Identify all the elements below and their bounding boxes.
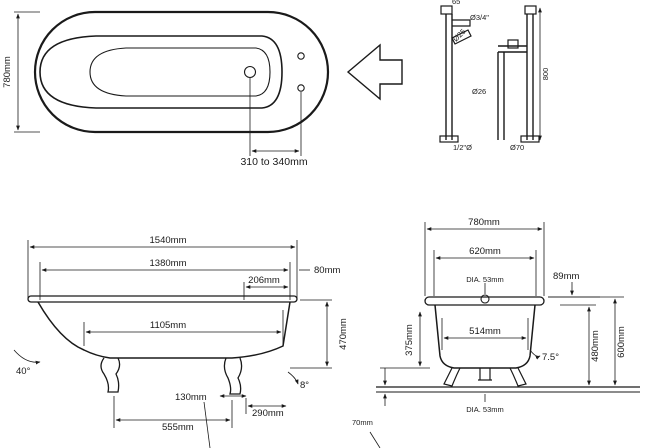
end-rim xyxy=(424,296,545,306)
side-rim xyxy=(27,295,298,303)
tap-hole-lower xyxy=(297,84,305,92)
standpipe-label-thread: Ø3/4" xyxy=(470,13,489,22)
standpipe-label-base: Ø70 xyxy=(510,143,524,152)
rim-overhang-label: 80mm xyxy=(314,265,340,276)
end-elevation: 780mm 620mm DIA. 53mm 89mm 514mm 375mm 7… xyxy=(352,217,640,448)
end-inner-width-label: 620mm xyxy=(469,246,501,257)
waste-dia-bottom-label: DIA. 53mm xyxy=(466,405,504,414)
side-height-label: 470mm xyxy=(338,318,349,350)
waste-dia-top-label: DIA. 53mm xyxy=(466,275,504,284)
side-angle-label: 7.5° xyxy=(542,352,559,363)
end-waste-hole xyxy=(480,294,490,304)
direction-arrow-icon xyxy=(346,43,403,101)
overall-length-label: 1540mm xyxy=(150,235,187,246)
standpipe-height-label: 800 xyxy=(541,68,550,81)
foot-angle-label: 8° xyxy=(300,380,309,391)
bath-inner-outline xyxy=(89,47,271,97)
foot-left xyxy=(100,357,121,393)
standpipe-view: 65 Ø3/4" Ø25 Ø26 800 1/2"Ø Ø70 xyxy=(439,0,550,152)
plan-view: 780mm 310 to 340mm xyxy=(2,10,330,168)
end-angle-label: 40° xyxy=(16,366,31,377)
foot-right xyxy=(223,357,243,395)
waste-offset-label: 206mm xyxy=(248,275,280,286)
bath-rim-outline xyxy=(33,10,330,134)
inner-length-label: 1380mm xyxy=(150,258,187,269)
base-length-label: 1105mm xyxy=(150,320,186,331)
rim-depth-label: 89mm xyxy=(553,271,579,282)
tap-hole-upper xyxy=(297,52,305,60)
side-body xyxy=(37,301,291,359)
standpipe-label-pipe: Ø26 xyxy=(472,87,486,96)
end-overall-width-label: 780mm xyxy=(468,217,500,228)
waste-outlet xyxy=(243,65,257,79)
floor-clearance-label: 70mm xyxy=(352,418,373,427)
foot-spacing-label: 555mm xyxy=(162,422,194,433)
side-elevation: 1540mm 1380mm 80mm 206mm 1105mm 470mm 40… xyxy=(13,235,349,448)
total-height-label: 600mm xyxy=(616,326,627,358)
end-body xyxy=(434,304,536,369)
inner-height-label: 375mm xyxy=(404,324,415,356)
bath-basin-outline xyxy=(39,35,283,109)
foot-width-label: 130mm xyxy=(175,392,207,403)
standpipe-label-inlet: 1/2"Ø xyxy=(453,143,472,152)
plan-width-label: 780mm xyxy=(2,56,13,88)
standpipe-label-top: 65 xyxy=(452,0,460,6)
tap-offset-label: 310 to 340mm xyxy=(240,156,307,168)
foot-offset-label: 290mm xyxy=(252,408,284,419)
bath-height-label: 480mm xyxy=(590,330,601,362)
base-width-label: 514mm xyxy=(469,326,501,337)
